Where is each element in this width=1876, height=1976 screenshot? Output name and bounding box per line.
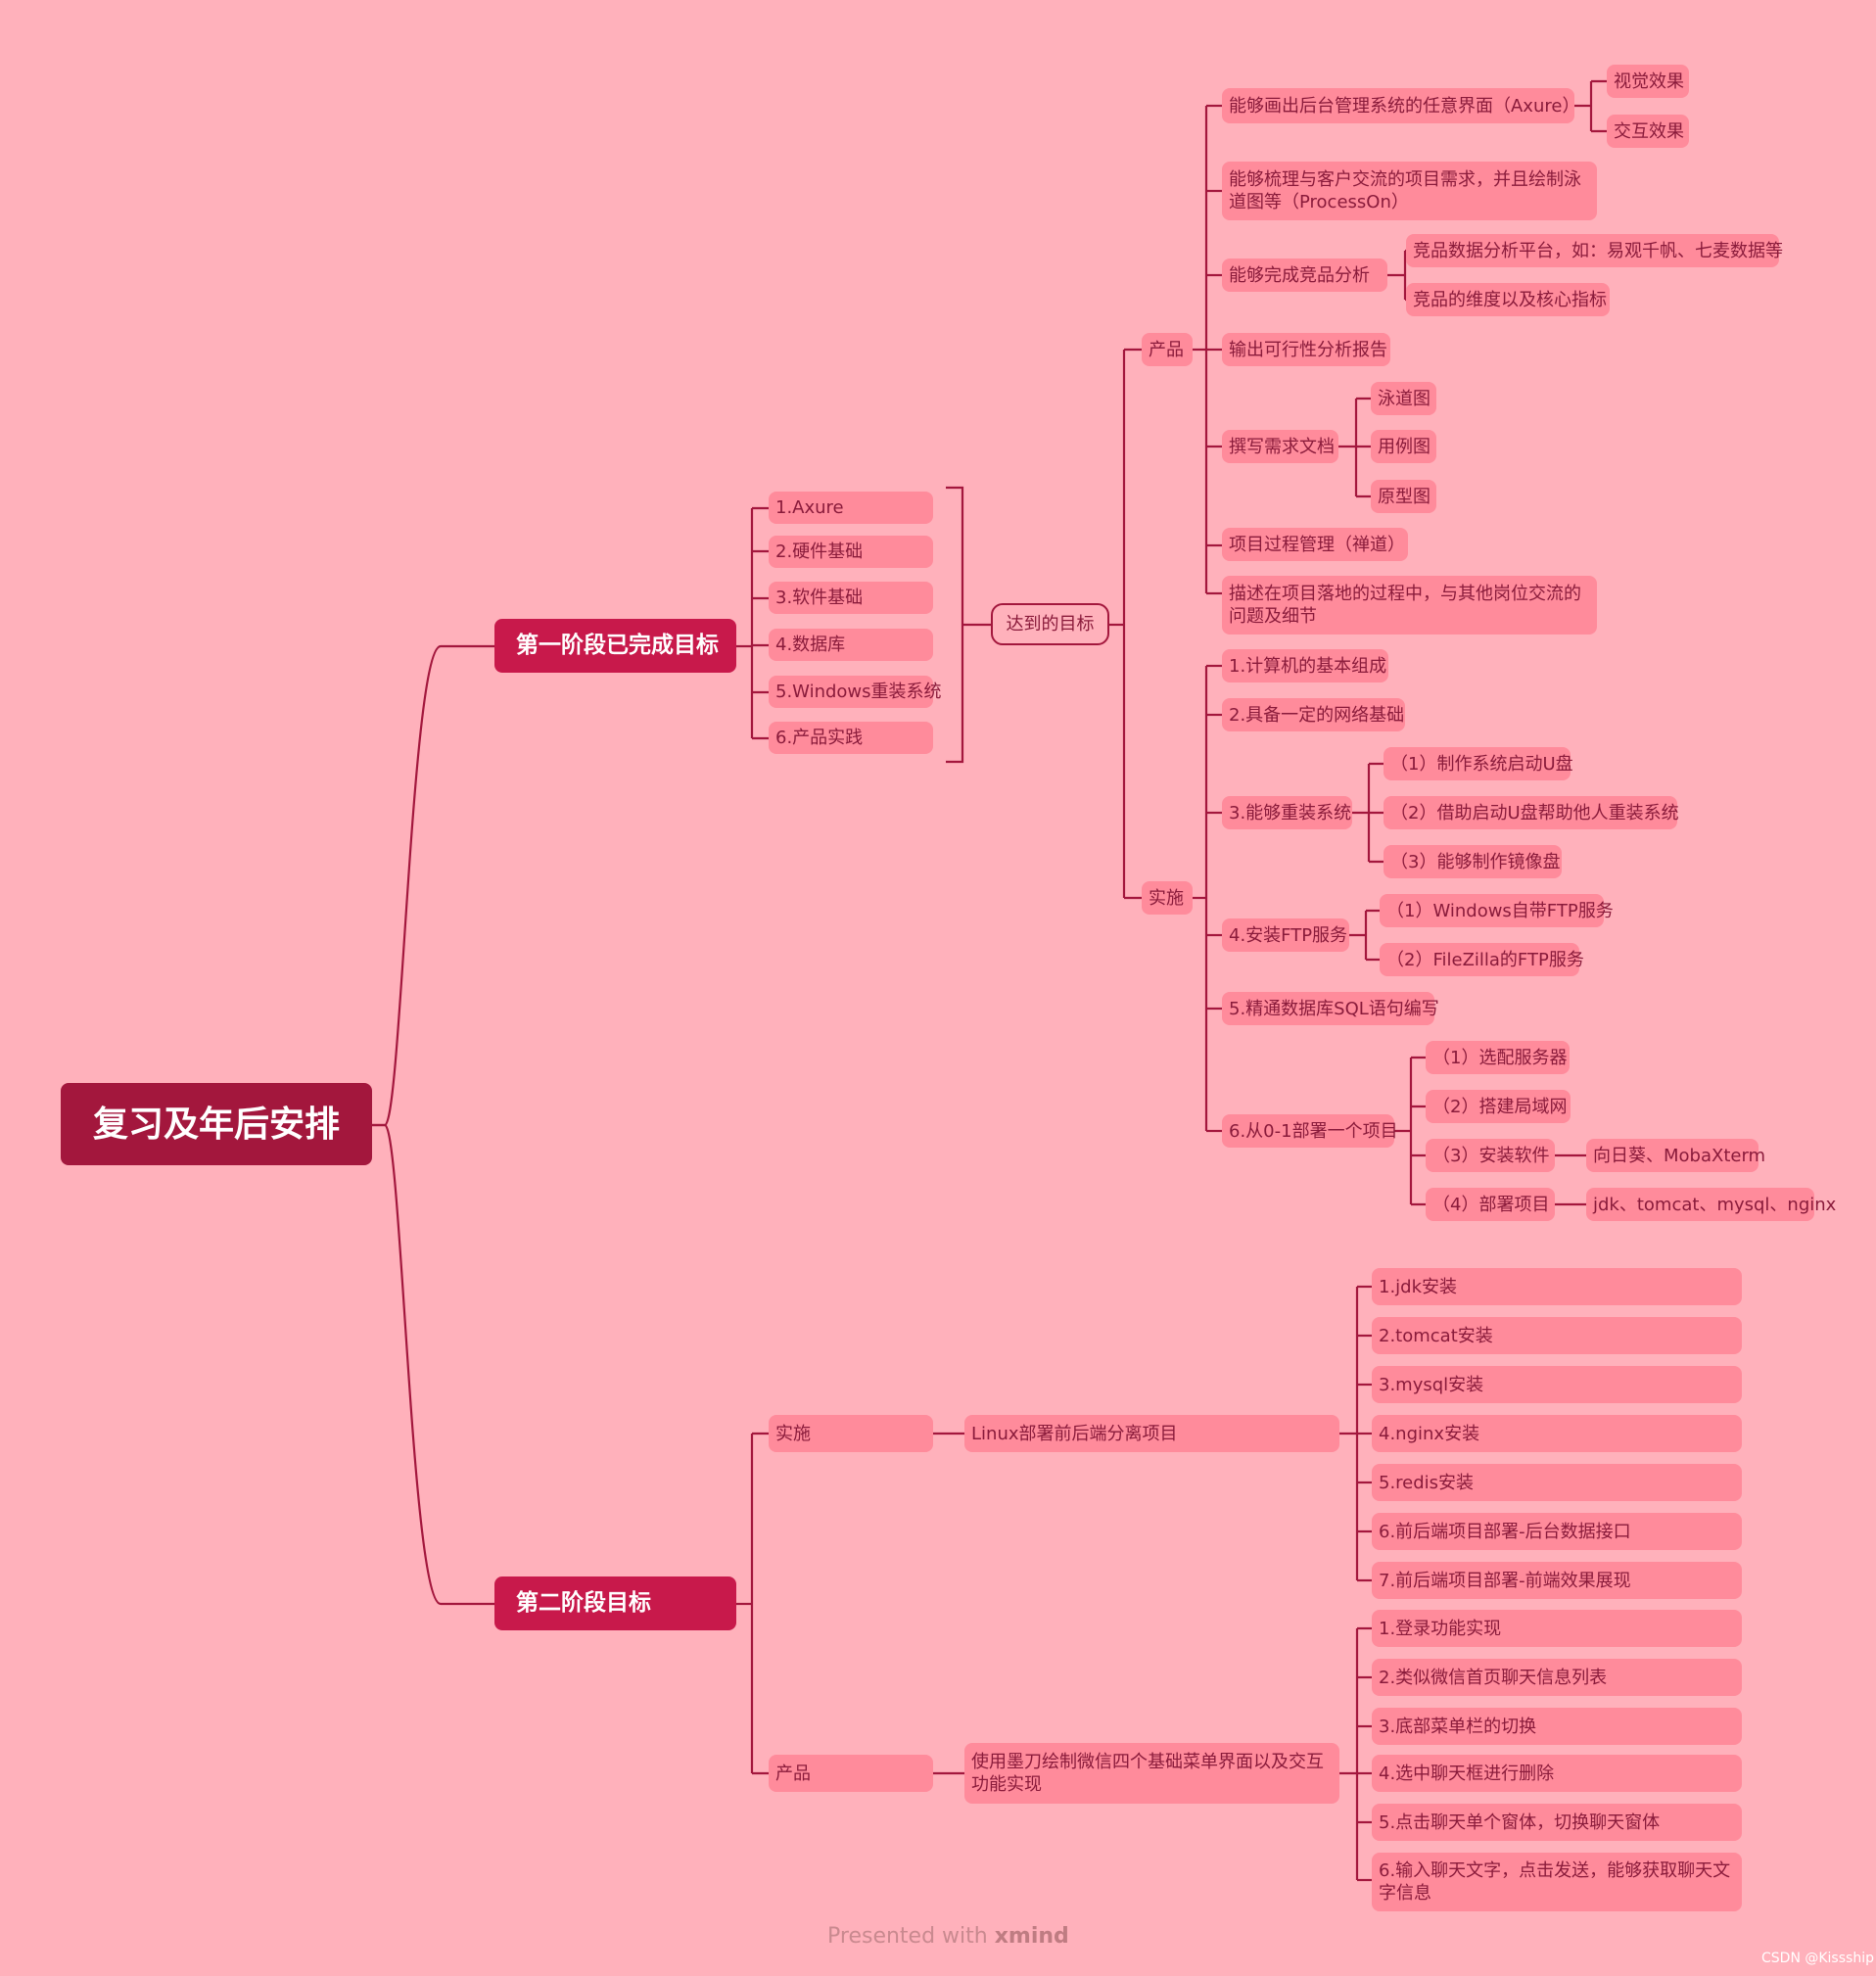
s2-impl-topic[interactable]: 实施	[769, 1415, 933, 1452]
product-prototype[interactable]: 原型图	[1371, 480, 1436, 513]
impl-help-reinstall[interactable]: （2）借助启动U盘帮助他人重装系统	[1384, 796, 1679, 829]
impl-software-list[interactable]: 向日葵、MobaXterm	[1586, 1139, 1765, 1172]
s2-impl-item-3[interactable]: 3.mysql安装	[1372, 1366, 1742, 1403]
product-competitive-platform[interactable]: 竞品数据分析平台，如：易观千帆、七麦数据等	[1406, 234, 1783, 267]
s2-impl-item-7[interactable]: 7.前后端项目部署-前端效果展现	[1372, 1562, 1742, 1599]
s2-prod-item-6[interactable]: 6.输入聊天文字，点击发送，能够获取聊天文字信息	[1372, 1853, 1742, 1911]
s2-linux-deploy[interactable]: Linux部署前后端分离项目	[964, 1415, 1339, 1452]
s2-product-topic[interactable]: 产品	[769, 1755, 933, 1792]
s2-prod-item-5[interactable]: 5.点击聊天单个窗体，切换聊天窗体	[1372, 1804, 1742, 1841]
impl-deploy[interactable]: （4）部署项目	[1426, 1188, 1555, 1221]
s2-prod-item-3[interactable]: 3.底部菜单栏的切换	[1372, 1708, 1742, 1745]
s1-item-hardware[interactable]: 2.硬件基础	[769, 536, 933, 568]
s2-impl-item-2[interactable]: 2.tomcat安装	[1372, 1317, 1742, 1354]
impl-reinstall-system[interactable]: 3.能够重装系统	[1222, 796, 1352, 829]
product-communication[interactable]: 描述在项目落地的过程中，与其他岗位交流的问题及细节	[1222, 576, 1597, 635]
product-requirement-doc[interactable]: 撰写需求文档	[1222, 430, 1338, 463]
product-axure[interactable]: 能够画出后台管理系统的任意界面（Axure）	[1222, 88, 1579, 123]
product-topic[interactable]: 产品	[1142, 333, 1193, 366]
csdn-credit: CSDN @Kissship	[1761, 1951, 1874, 1966]
goals-summary[interactable]: 达到的目标	[991, 603, 1109, 645]
impl-network-basics[interactable]: 2.具备一定的网络基础	[1222, 698, 1405, 731]
impl-topic[interactable]: 实施	[1142, 881, 1193, 915]
impl-install-software[interactable]: （3）安装软件	[1426, 1139, 1555, 1172]
impl-install-ftp[interactable]: 4.安装FTP服务	[1222, 918, 1349, 952]
product-swimlane[interactable]: 泳道图	[1371, 382, 1436, 415]
product-feasibility-report[interactable]: 输出可行性分析报告	[1222, 333, 1390, 366]
impl-filezilla-ftp[interactable]: （2）FileZilla的FTP服务	[1380, 943, 1584, 976]
s2-impl-item-5[interactable]: 5.redis安装	[1372, 1464, 1742, 1501]
s2-impl-item-6[interactable]: 6.前后端项目部署-后台数据接口	[1372, 1513, 1742, 1550]
impl-deploy-project[interactable]: 6.从0-1部署一个项目	[1222, 1114, 1398, 1148]
s1-item-windows[interactable]: 5.Windows重装系统	[769, 676, 942, 708]
s2-impl-item-4[interactable]: 4.nginx安装	[1372, 1415, 1742, 1452]
product-visual-effect[interactable]: 视觉效果	[1607, 65, 1689, 98]
footer-prefix: Presented with	[827, 1924, 988, 1949]
s1-item-axure[interactable]: 1.Axure	[769, 492, 933, 524]
product-process-management[interactable]: 项目过程管理（禅道）	[1222, 528, 1408, 561]
impl-windows-ftp[interactable]: （1）Windows自带FTP服务	[1380, 894, 1614, 927]
s2-mockup-wechat[interactable]: 使用墨刀绘制微信四个基础菜单界面以及交互功能实现	[964, 1743, 1339, 1804]
s2-prod-item-2[interactable]: 2.类似微信首页聊天信息列表	[1372, 1659, 1742, 1696]
impl-select-server[interactable]: （1）选配服务器	[1426, 1041, 1570, 1074]
product-competitive-dimensions[interactable]: 竞品的维度以及核心指标	[1406, 283, 1610, 316]
product-processon[interactable]: 能够梳理与客户交流的项目需求，并且绘制泳道图等（ProcessOn）	[1222, 162, 1597, 220]
root-topic[interactable]: 复习及年后安排	[61, 1083, 372, 1165]
stage1-topic[interactable]: 第一阶段已完成目标	[494, 619, 736, 673]
product-interactive-effect[interactable]: 交互效果	[1607, 115, 1689, 148]
product-usecase[interactable]: 用例图	[1371, 430, 1436, 463]
xmind-logo: xmind	[994, 1924, 1069, 1949]
stage2-topic[interactable]: 第二阶段目标	[494, 1576, 736, 1630]
s1-item-database[interactable]: 4.数据库	[769, 629, 933, 661]
impl-boot-usb[interactable]: （1）制作系统启动U盘	[1384, 747, 1573, 780]
impl-build-lan[interactable]: （2）搭建局域网	[1426, 1090, 1571, 1123]
s2-prod-item-4[interactable]: 4.选中聊天框进行删除	[1372, 1755, 1742, 1792]
s2-prod-item-1[interactable]: 1.登录功能实现	[1372, 1610, 1742, 1647]
impl-computer-basics[interactable]: 1.计算机的基本组成	[1222, 649, 1388, 682]
presented-with-xmind: Presented with xmind	[827, 1924, 1069, 1949]
s2-impl-item-1[interactable]: 1.jdk安装	[1372, 1268, 1742, 1305]
impl-sql[interactable]: 5.精通数据库SQL语句编写	[1222, 992, 1439, 1025]
s1-item-product-practice[interactable]: 6.产品实践	[769, 722, 933, 754]
s1-item-software[interactable]: 3.软件基础	[769, 582, 933, 614]
product-competitive-analysis[interactable]: 能够完成竞品分析	[1222, 259, 1387, 292]
impl-image-disc[interactable]: （3）能够制作镜像盘	[1384, 845, 1562, 878]
impl-deploy-stack[interactable]: jdk、tomcat、mysql、nginx	[1586, 1188, 1836, 1221]
